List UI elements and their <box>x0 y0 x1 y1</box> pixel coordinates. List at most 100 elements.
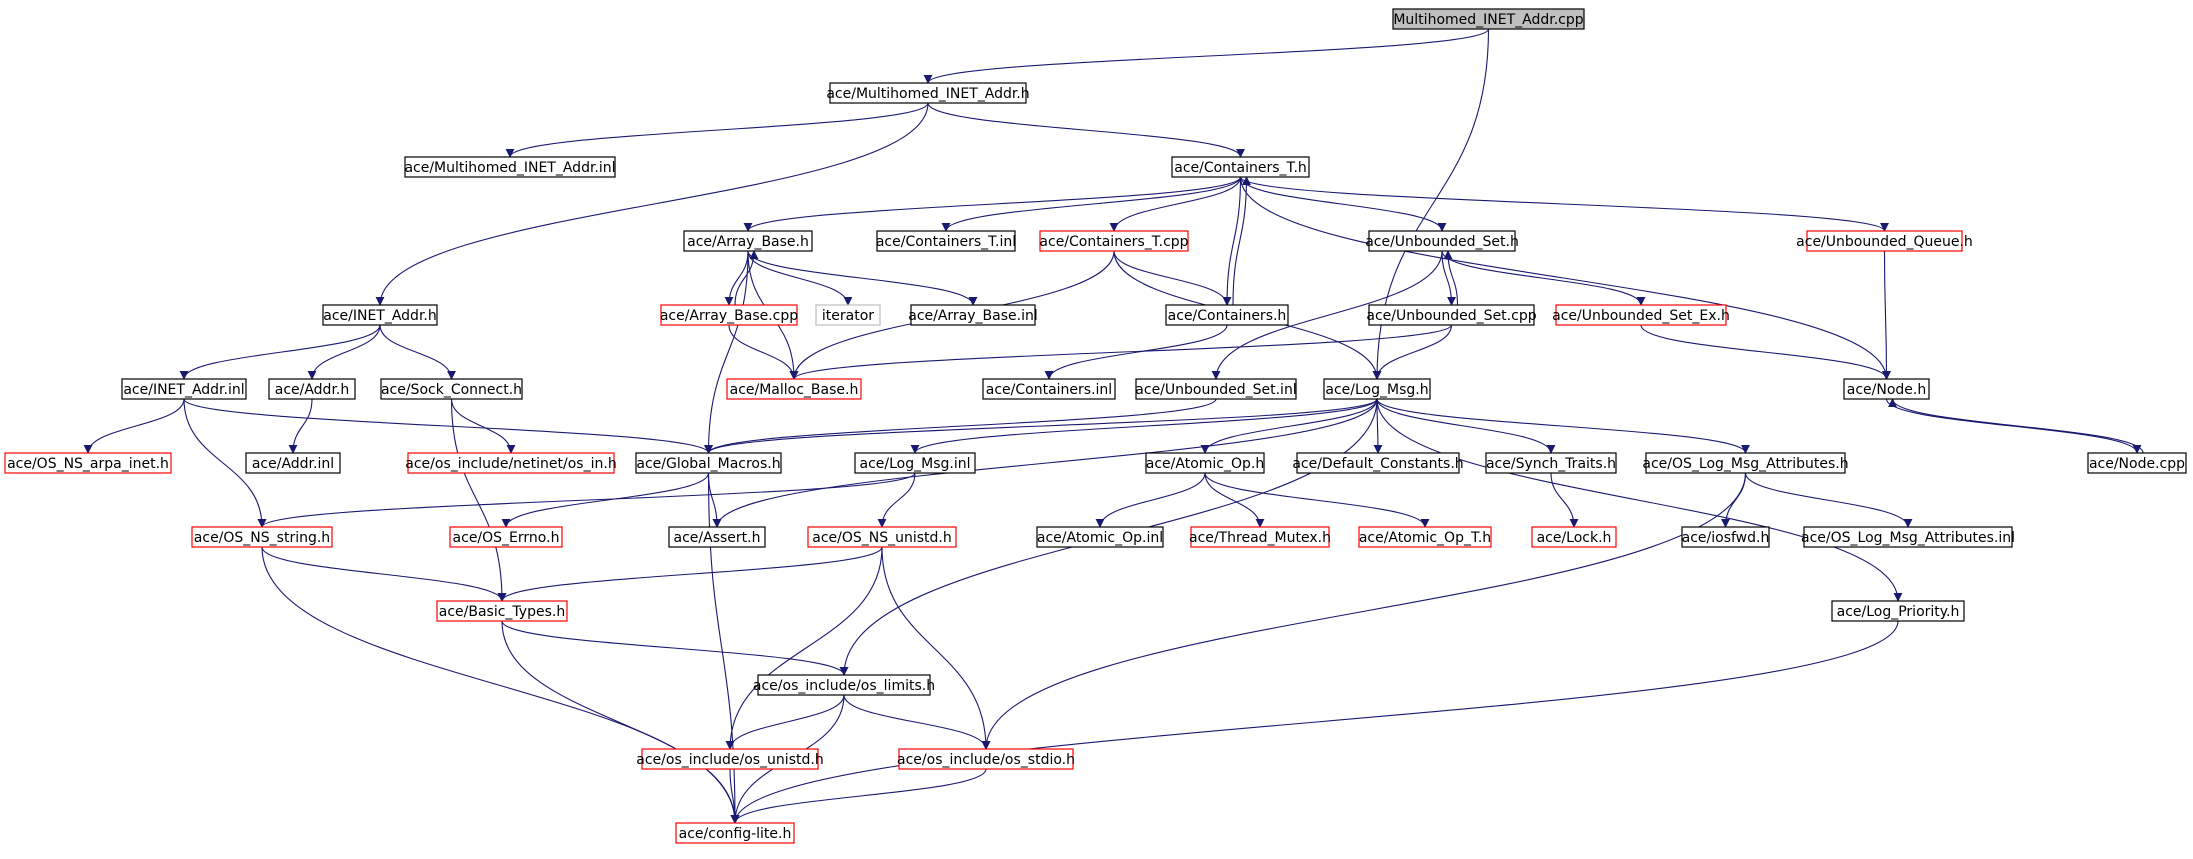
node-inet-h[interactable]: ace/INET_Addr.h <box>322 304 438 326</box>
node-oslma-inl[interactable]: ace/OS_Log_Msg_Attributes.inl <box>1801 526 2015 548</box>
node-mia-h[interactable]: ace/Multihomed_INET_Addr.h <box>826 82 1030 104</box>
node-cont-h[interactable]: ace/Containers.h <box>1165 304 1289 326</box>
node-netin-h[interactable]: ace/os_include/netinet/os_in.h <box>405 452 617 474</box>
node-label: ace/Global_Macros.h <box>636 456 780 472</box>
node-sock-h[interactable]: ace/Sock_Connect.h <box>380 378 523 400</box>
node-box <box>121 378 247 400</box>
node-box <box>854 452 976 474</box>
node-iosfwd-h[interactable]: ace/iosfwd.h <box>1681 526 1770 548</box>
node-label: ace/Node.cpp <box>2089 456 2185 472</box>
node-label: ace/Lock.h <box>1537 530 1612 546</box>
node-atomict-h[interactable]: ace/Atomic_Op_T.h <box>1358 526 1492 548</box>
node-box <box>726 378 862 400</box>
edge-unistd-h-to-osunistd-h <box>725 546 883 750</box>
node-osstdio-h[interactable]: ace/os_include/os_stdio.h <box>897 748 1075 770</box>
node-inet-inl[interactable]: ace/INET_Addr.inl <box>121 378 247 400</box>
node-ab-h[interactable]: ace/Array_Base.h <box>683 230 813 252</box>
node-box <box>1358 526 1492 548</box>
node-label: ace/Containers_T.h <box>1174 160 1307 176</box>
node-label: ace/Multihomed_INET_Addr.h <box>826 86 1029 102</box>
node-box <box>1145 452 1265 474</box>
node-lock-h[interactable]: ace/Lock.h <box>1531 526 1617 548</box>
node-string-h[interactable]: ace/OS_NS_string.h <box>191 526 333 548</box>
node-label: ace/Containers_T.cpp <box>1039 234 1188 250</box>
edge-us-cpp-to-malloc-h <box>789 324 1453 380</box>
node-usex-h[interactable]: ace/Unbounded_Set_Ex.h <box>1552 304 1730 326</box>
edge-ab-h-to-ab-inl <box>747 250 978 306</box>
node-atomic-inl[interactable]: ace/Atomic_Op.inl <box>1036 526 1164 548</box>
edge-ct-cpp-to-cont-h <box>1113 250 1232 306</box>
node-label: ace/os_include/os_stdio.h <box>897 752 1075 768</box>
node-atomic-h[interactable]: ace/Atomic_Op.h <box>1145 452 1265 474</box>
node-box <box>829 82 1027 104</box>
node-config-h[interactable]: ace/config-lite.h <box>675 822 795 844</box>
node-ct-inl[interactable]: ace/Containers_T.inl <box>876 230 1016 252</box>
node-malloc-h[interactable]: ace/Malloc_Base.h <box>726 378 862 400</box>
node-label: ace/Addr.inl <box>252 456 334 472</box>
node-unistd-h[interactable]: ace/OS_NS_unistd.h <box>807 526 957 548</box>
node-mia-inl[interactable]: ace/Multihomed_INET_Addr.inl <box>404 156 616 178</box>
edge-sock-h-to-basic-h <box>450 398 507 602</box>
node-box <box>807 526 957 548</box>
node-box <box>1171 156 1310 178</box>
edge-ct-h-to-us-h <box>1239 176 1447 232</box>
edge-addr-h-to-addr-inl <box>288 398 313 454</box>
node-label: ace/OS_NS_unistd.h <box>812 530 952 546</box>
node-label: ace/OS_Log_Msg_Attributes.inl <box>1801 530 2015 546</box>
node-arpa-h[interactable]: ace/OS_NS_arpa_inet.h <box>4 452 172 474</box>
node-oslma-h[interactable]: ace/OS_Log_Msg_Attributes.h <box>1642 452 1849 474</box>
edge-ct-h-to-ct-inl <box>941 176 1242 232</box>
edge-inet-h-to-addr-h <box>307 324 381 380</box>
edge-us-inl-to-gm-h <box>704 398 1217 454</box>
node-uq-h[interactable]: ace/Unbounded_Queue.h <box>1796 230 1973 252</box>
node-errno-h[interactable]: ace/OS_Errno.h <box>449 526 563 548</box>
node-label: ace/OS_Errno.h <box>453 530 560 546</box>
edge-mia-h-to-mia-inl <box>505 102 929 158</box>
node-synch-h[interactable]: ace/Synch_Traits.h <box>1485 452 1617 474</box>
node-ab-inl[interactable]: ace/Array_Base.inl <box>908 304 1038 326</box>
node-ct-h[interactable]: ace/Containers_T.h <box>1171 156 1310 178</box>
node-logmsg-inl[interactable]: ace/Log_Msg.inl <box>854 452 976 474</box>
node-assert-h[interactable]: ace/Assert.h <box>668 526 766 548</box>
node-label: ace/Unbounded_Set.inl <box>1135 382 1296 398</box>
node-box <box>1135 378 1297 400</box>
node-addr-h[interactable]: ace/Addr.h <box>268 378 356 400</box>
node-logprio-h[interactable]: ace/Log_Priority.h <box>1831 600 1965 622</box>
edge-atomic-h-to-atomict-h <box>1204 472 1430 528</box>
node-cont-inl[interactable]: ace/Containers.inl <box>982 378 1116 400</box>
node-box <box>1039 230 1189 252</box>
node-root[interactable]: Multihomed_INET_Addr.cpp <box>1392 8 1585 30</box>
node-tmutex-h[interactable]: ace/Thread_Mutex.h <box>1189 526 1331 548</box>
node-us-h[interactable]: ace/Unbounded_Set.h <box>1365 230 1519 252</box>
node-ct-cpp[interactable]: ace/Containers_T.cpp <box>1039 230 1189 252</box>
edges-layer <box>83 28 2144 824</box>
node-label: ace/OS_Log_Msg_Attributes.h <box>1642 456 1848 472</box>
node-node-cpp[interactable]: ace/Node.cpp <box>2087 452 2187 474</box>
node-basic-h[interactable]: ace/Basic_Types.h <box>436 600 568 622</box>
node-iterator[interactable]: iterator <box>815 304 881 326</box>
edge-logmsg-h-to-logprio-h <box>1376 398 1903 602</box>
node-box <box>1555 304 1727 326</box>
node-ab-cpp[interactable]: ace/Array_Base.cpp <box>660 304 798 326</box>
node-label: ace/os_include/os_limits.h <box>753 678 935 694</box>
node-label: ace/Thread_Mutex.h <box>1189 530 1331 546</box>
node-defc-h[interactable]: ace/Default_Constants.h <box>1292 452 1464 474</box>
edge-inet-inl-to-string-h <box>183 398 267 528</box>
node-node-h[interactable]: ace/Node.h <box>1843 378 1930 400</box>
edge-uq-h-to-node-h <box>1881 250 1891 380</box>
node-box <box>2087 452 2187 474</box>
edge-ct-h-to-cont-h <box>1222 176 1242 306</box>
node-box <box>1368 304 1535 326</box>
edge-inet-inl-to-gm-h <box>183 398 713 454</box>
node-gm-h[interactable]: ace/Global_Macros.h <box>635 452 782 474</box>
node-osunistd-h[interactable]: ace/os_include/os_unistd.h <box>636 748 824 770</box>
node-us-cpp[interactable]: ace/Unbounded_Set.cpp <box>1366 304 1537 326</box>
node-us-inl[interactable]: ace/Unbounded_Set.inl <box>1135 378 1297 400</box>
node-oslimits-h[interactable]: ace/os_include/os_limits.h <box>753 674 935 696</box>
node-logmsg-h[interactable]: ace/Log_Msg.h <box>1323 378 1431 400</box>
node-box <box>1831 600 1965 622</box>
node-label: ace/INET_Addr.h <box>323 308 437 324</box>
edge-logprio-h-to-config-h <box>730 620 1899 824</box>
node-box <box>436 600 568 622</box>
node-addr-inl[interactable]: ace/Addr.inl <box>245 452 341 474</box>
